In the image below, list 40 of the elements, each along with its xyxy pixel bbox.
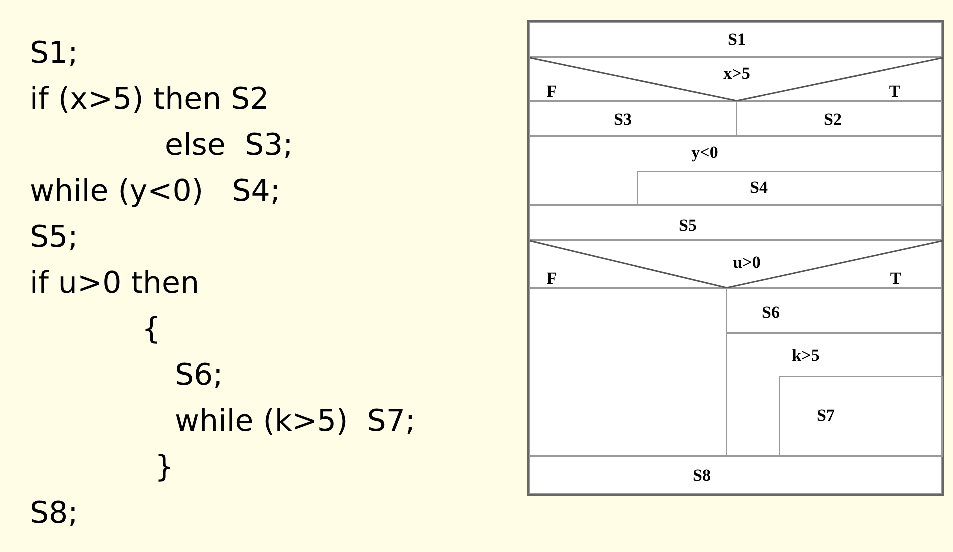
- process-block: [726, 288, 942, 333]
- loop-condition: y<0: [692, 143, 718, 163]
- statement-label: S7: [817, 406, 835, 426]
- statement-label: S1: [728, 30, 746, 50]
- process-block: [637, 171, 943, 206]
- process-block: [529, 101, 737, 136]
- statement-label: S8: [693, 466, 711, 486]
- code-line: while (k>5) S7;: [175, 404, 416, 440]
- process-block: [529, 22, 942, 57]
- code-line: S6;: [175, 358, 224, 394]
- code-line: {: [142, 312, 162, 348]
- loop-block: [529, 136, 942, 205]
- statement-label: S3: [614, 110, 632, 130]
- code-line: while (y<0) S4;: [30, 174, 280, 210]
- code-line: else S3;: [165, 128, 294, 164]
- branch-label: T: [890, 269, 902, 289]
- branch-label: F: [546, 269, 558, 289]
- process-block: [529, 205, 942, 240]
- statement-label: S6: [762, 303, 780, 323]
- code-line: }: [155, 450, 174, 486]
- code-line: S8;: [30, 496, 78, 532]
- decision-block: [529, 240, 942, 288]
- statement-label: S5: [679, 216, 697, 236]
- process-block: [779, 376, 943, 457]
- loop-condition: k>5: [792, 346, 820, 366]
- loop-block: [726, 333, 942, 456]
- code-line: S5;: [30, 220, 78, 256]
- decision-block: [529, 57, 942, 101]
- code-line: S1;: [30, 36, 78, 72]
- statement-label: S2: [824, 110, 842, 130]
- branch-label: T: [889, 82, 901, 102]
- code-line: if (x>5) then S2: [30, 82, 270, 118]
- process-block: [529, 456, 942, 494]
- statement-label: S4: [750, 178, 768, 198]
- condition-label: x>5: [724, 64, 750, 84]
- condition-label: u>0: [733, 253, 761, 273]
- branch-label: F: [546, 82, 558, 102]
- process-block: [736, 101, 942, 136]
- code-line: if u>0 then: [30, 266, 200, 302]
- box-block: [529, 288, 727, 456]
